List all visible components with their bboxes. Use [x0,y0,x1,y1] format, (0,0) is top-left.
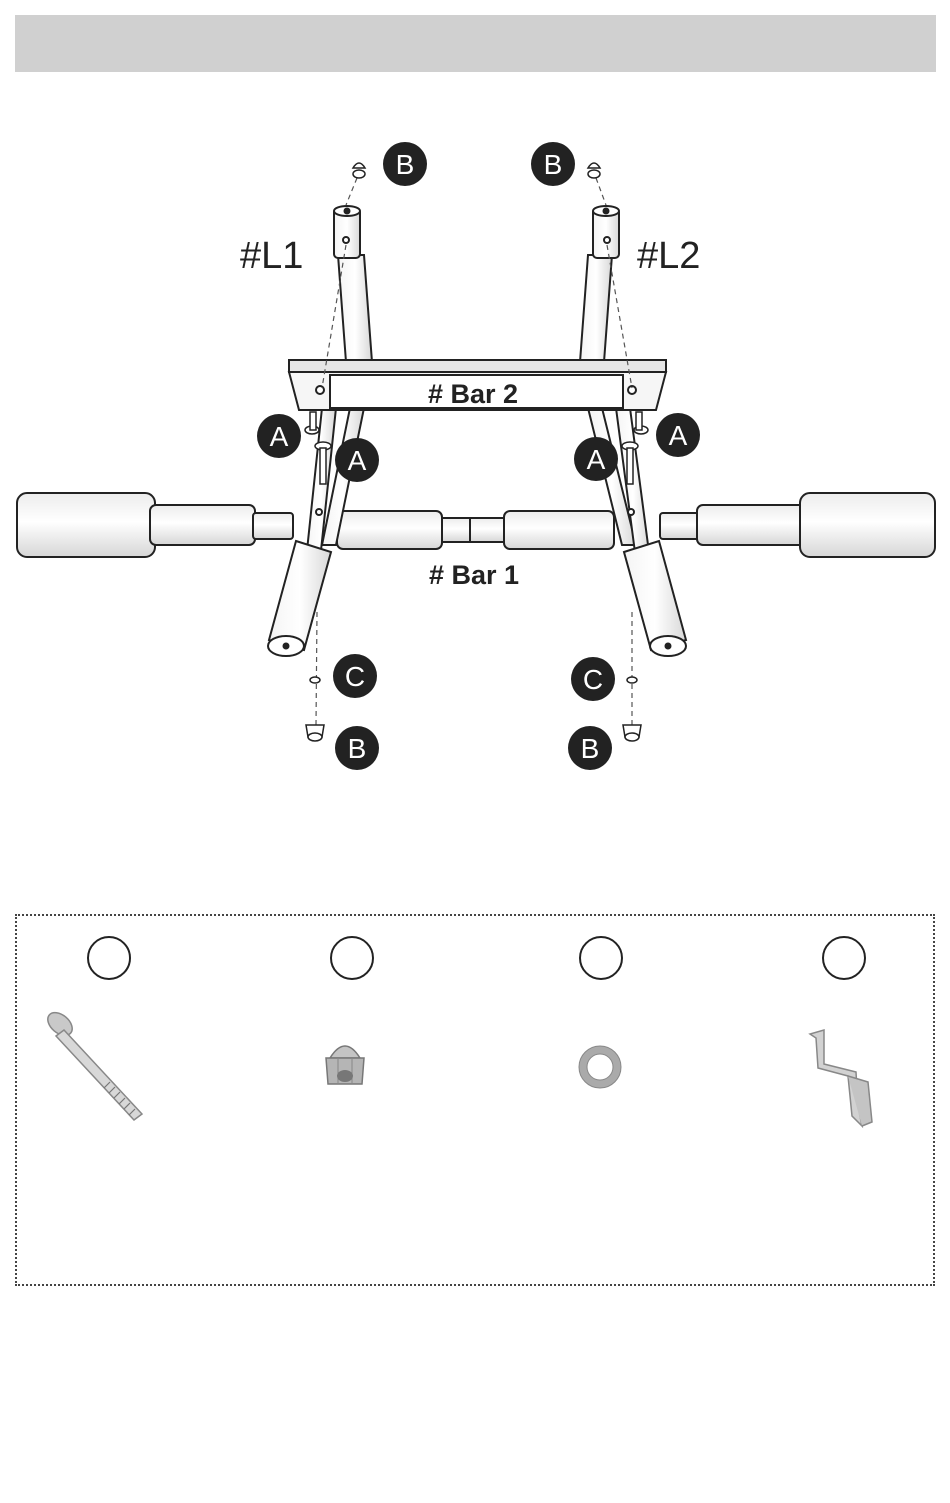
washer-right [627,677,637,683]
bar-2-label: # Bar 2 [428,379,518,409]
callout-b-bottom-left: B [335,726,379,770]
bar-1-label: # Bar 1 [429,560,519,590]
bottom-nut-right [623,725,641,741]
svg-text:A: A [348,445,367,476]
bolt-left-upper [305,412,319,434]
callout-a-left-lower: A [335,438,379,482]
bar-1 [17,493,935,557]
callout-a-left-upper: A [257,414,301,458]
bracket-clip-icon [802,1026,882,1131]
carriage-bolt-icon [42,1006,162,1131]
svg-text:B: B [581,733,600,764]
callout-a-right-upper: A [656,413,700,457]
center-left-grip [337,511,442,549]
svg-text:C: C [583,664,603,695]
center-right-grip [504,511,614,549]
part-3-circle [579,936,623,980]
assembly-diagram: #L1 #L2 # Bar 2 # Bar 1 B B A A A A [0,0,950,900]
parts-list-box [15,914,935,1286]
callout-b-top-right: B [531,142,575,186]
leg-l2-label: #L2 [637,235,700,277]
right-end-grip [800,493,935,557]
svg-text:A: A [669,420,688,451]
part-1-circle [87,936,131,980]
bolt-right-upper [634,412,648,434]
bottom-nut-left [306,725,324,741]
svg-text:B: B [348,733,367,764]
leg-l1-label: #L1 [240,235,303,277]
callout-c-left: C [333,654,377,698]
washer-icon [577,1044,623,1090]
left-end-grip [17,493,155,557]
part-4-circle [822,936,866,980]
cap-nut-icon [320,1036,370,1096]
callout-b-bottom-right: B [568,726,612,770]
callout-c-right: C [571,657,615,701]
part-2-circle [330,936,374,980]
svg-text:B: B [396,149,415,180]
top-nut-right [588,163,600,178]
svg-text:A: A [270,421,289,452]
svg-text:C: C [345,661,365,692]
washer-left [310,677,320,683]
top-nut-left [353,163,365,178]
callout-a-right-lower: A [574,437,618,481]
callout-b-top-left: B [383,142,427,186]
svg-text:A: A [587,444,606,475]
svg-text:B: B [544,149,563,180]
